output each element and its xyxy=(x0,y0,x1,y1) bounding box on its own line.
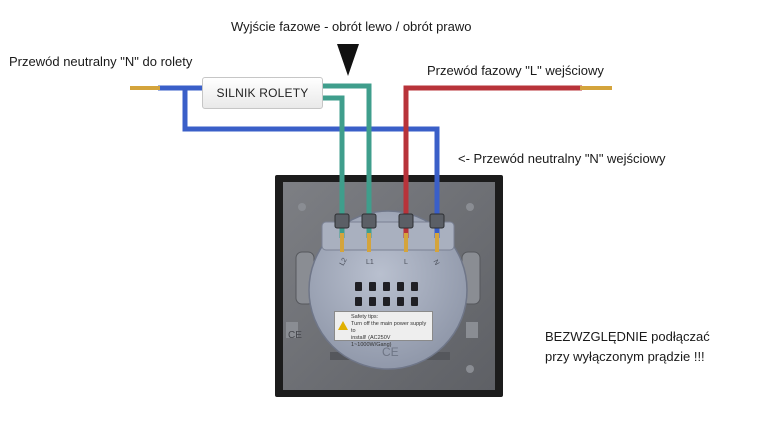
svg-text:CE: CE xyxy=(288,330,302,341)
terminal-screws xyxy=(334,213,445,229)
wires xyxy=(158,83,582,238)
safety-tips-sticker: Safety tips: Turn off the main power sup… xyxy=(334,311,433,348)
neutral-input-label: <- Przewód neutralny "N" wejściowy xyxy=(458,151,666,166)
output-wire-l2 xyxy=(322,95,345,238)
neutral-to-blind-label: Przewód neutralny "N" do rolety xyxy=(9,54,193,69)
warning-triangle-icon xyxy=(338,321,348,330)
safety-line-1: Turn off the main power supply to xyxy=(351,321,427,334)
terminal-label-l: L xyxy=(404,259,408,266)
terminal-label-n: N xyxy=(432,259,441,267)
warning-note: BEZWZGLĘDNIE podłączać przy wyłączonym p… xyxy=(545,327,710,367)
output-wire-l1 xyxy=(322,83,372,238)
terminal-label-l1: L1 xyxy=(366,259,374,266)
terminal-labels: L2 L1 L N xyxy=(339,257,440,267)
phase-output-label: Wyjście fazowe - obrót lewo / obrót praw… xyxy=(231,19,472,34)
svg-text:CE: CE xyxy=(382,345,399,359)
neutral-wire-input xyxy=(182,88,440,238)
phase-input-label: Przewód fazowy "L" wejściowy xyxy=(427,63,604,78)
down-arrow-icon xyxy=(337,44,359,76)
copper-ends xyxy=(130,86,612,252)
motor-box: SILNIK ROLETY xyxy=(202,77,323,109)
ce-marks: CE CE xyxy=(288,330,399,359)
safety-title: Safety tips: xyxy=(351,314,379,320)
terminal-label-l2: L2 xyxy=(339,257,349,267)
phase-input-wire xyxy=(403,85,582,238)
safety-line-2: install! (AC250V 1~1000W/Gang) xyxy=(351,335,392,348)
warning-line-2: przy wyłączonym prądzie !!! xyxy=(545,349,705,364)
vent-slots xyxy=(355,282,418,306)
warning-line-1: BEZWZGLĘDNIE podłączać xyxy=(545,329,710,344)
motor-label: SILNIK ROLETY xyxy=(216,86,309,100)
